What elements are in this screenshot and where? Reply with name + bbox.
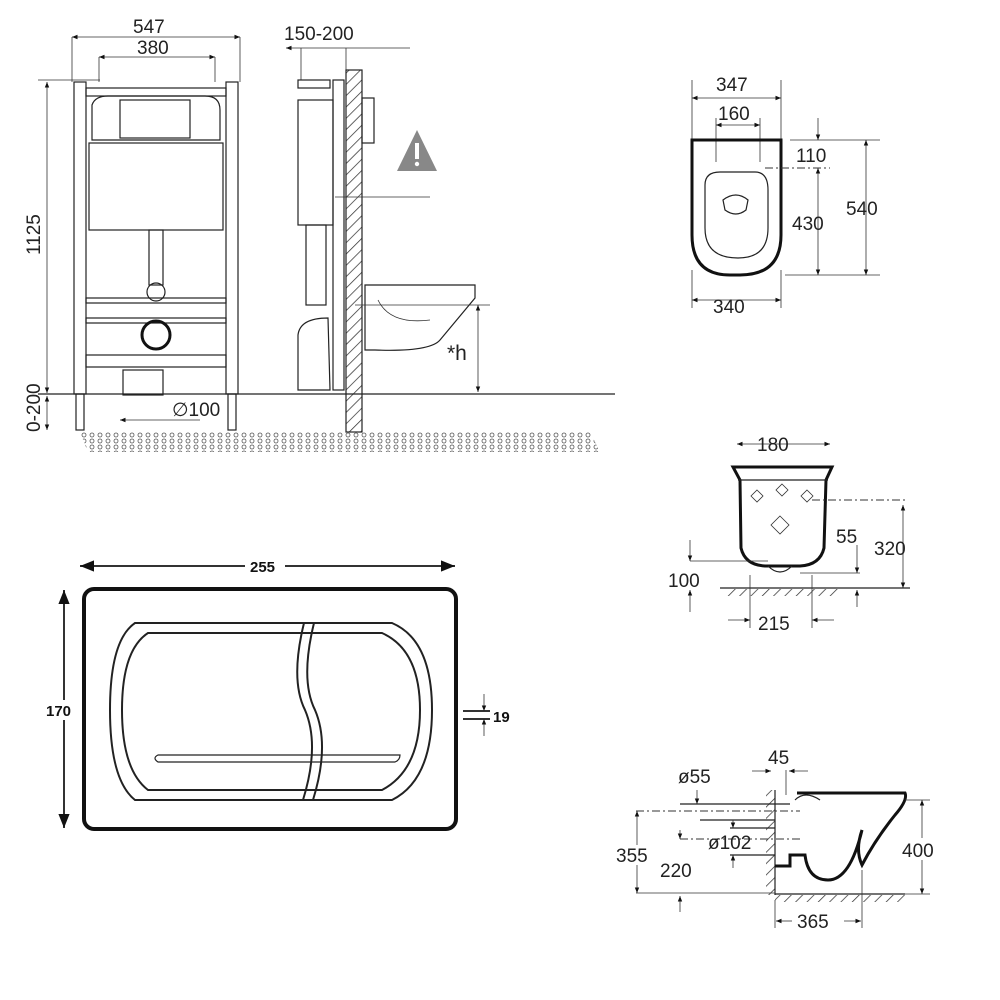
dim-340: 340 (713, 297, 745, 318)
dim-355: 355 (616, 846, 648, 867)
dim-45: 45 (768, 748, 789, 769)
dim-55: 55 (836, 527, 857, 548)
warning-icon (397, 130, 437, 171)
dim-180: 180 (757, 435, 789, 456)
dim-1125: 1125 (24, 214, 45, 255)
toilet-front-view: 180 320 55 100 215 (668, 435, 910, 635)
flush-plate-drawing: 255 170 19 (46, 558, 510, 831)
dim-320: 320 (874, 539, 906, 560)
dim-bowl-height-h: *h (447, 342, 467, 365)
dim-170: 170 (46, 703, 71, 720)
dim-outlet-diameter: ø102 (708, 833, 751, 854)
toilet-top-view: 347 160 110 430 540 340 (690, 75, 880, 318)
dim-220: 220 (660, 861, 692, 882)
dim-365: 365 (797, 912, 829, 933)
toilet-profile-view: ø55 45 ø102 355 220 400 (615, 748, 944, 933)
dim-110: 110 (796, 146, 826, 167)
dim-255: 255 (250, 559, 275, 576)
dim-160: 160 (718, 104, 750, 125)
frame-side-view: 150-200 *h (284, 24, 490, 433)
wall-section (345, 69, 363, 433)
flush-plate-outline (82, 587, 458, 831)
dim-430: 430 (792, 214, 824, 235)
ground-hatch (80, 432, 600, 452)
dim-inlet-diameter: ø55 (678, 767, 711, 788)
dim-150-200: 150-200 (284, 24, 354, 45)
dim-215: 215 (758, 614, 790, 635)
dim-19: 19 (493, 709, 510, 726)
frame-front-view: 547 380 1125 0-200 ∅100 (24, 17, 241, 432)
dim-drain-diameter: ∅100 (172, 400, 220, 421)
dim-347: 347 (716, 75, 748, 96)
dim-540: 540 (846, 199, 878, 220)
dim-380: 380 (137, 38, 169, 59)
dim-100: 100 (668, 571, 700, 592)
dim-547: 547 (133, 17, 165, 38)
dim-0-200: 0-200 (24, 383, 45, 432)
dim-400: 400 (902, 841, 934, 862)
